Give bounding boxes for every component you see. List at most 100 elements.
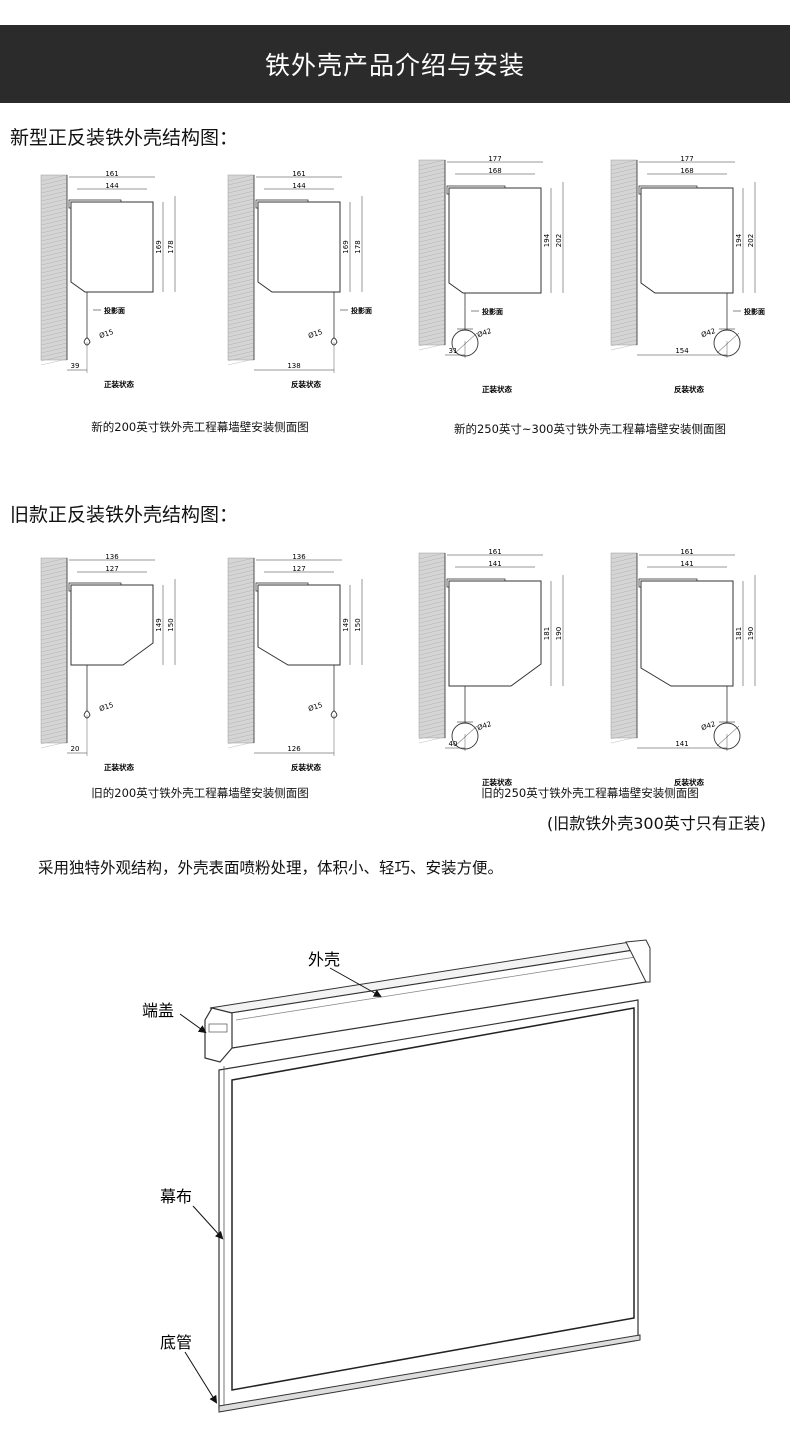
label-shell: 外壳 xyxy=(308,950,340,969)
dim-offset: 20 xyxy=(71,745,80,753)
housing xyxy=(448,580,542,687)
dim-offset: 31 xyxy=(449,347,458,355)
dim-offset: 141 xyxy=(675,740,688,748)
dim-inner-width: 127 xyxy=(292,565,305,573)
pull-ring xyxy=(83,337,91,346)
dim-height-1: 149 xyxy=(155,618,163,631)
dim-inner-width: 144 xyxy=(105,182,119,190)
end-cap-right xyxy=(625,939,651,983)
dim-inner-width: 168 xyxy=(680,167,693,175)
pull-ring xyxy=(330,710,338,719)
dim-offset: 39 xyxy=(71,362,80,370)
housing xyxy=(70,201,154,293)
dim-height-2: 178 xyxy=(354,240,362,253)
dim-diameter: Ø15 xyxy=(307,701,323,713)
dim-offset: 138 xyxy=(287,362,300,370)
dim-inner-width: 141 xyxy=(488,560,501,568)
dim-diameter: Ø15 xyxy=(98,701,114,713)
header-banner: 铁外壳产品介绍与安装 xyxy=(0,25,790,103)
label-bottom-tube: 底管 xyxy=(160,1333,192,1352)
housing xyxy=(640,580,734,687)
page-title: 铁外壳产品介绍与安装 xyxy=(264,51,525,80)
housing xyxy=(70,584,154,666)
dim-outer-width: 161 xyxy=(292,170,305,178)
dim-outer-width: 177 xyxy=(488,155,501,163)
dim-height-1: 181 xyxy=(543,627,551,640)
dim-height-2: 190 xyxy=(747,627,755,640)
projection-label: 投影面 xyxy=(351,306,372,315)
dim-diameter: Ø42 xyxy=(700,327,716,339)
dim-outer-width: 136 xyxy=(292,553,306,561)
dim-inner-width: 144 xyxy=(292,182,306,190)
dim-outer-width: 161 xyxy=(105,170,118,178)
state-label: 反装状态 xyxy=(674,384,704,394)
dim-height-1: 194 xyxy=(735,233,743,247)
dim-offset: 126 xyxy=(287,745,301,753)
dim-height-1: 181 xyxy=(735,627,743,640)
label-screen: 幕布 xyxy=(160,1187,192,1206)
caption-old200: 旧的200英寸铁外壳工程幕墙壁安装侧面图 xyxy=(91,786,309,800)
end-cap-left xyxy=(204,1007,233,1063)
dim-diameter: Ø15 xyxy=(307,328,323,340)
screen-black-border xyxy=(231,1007,635,1391)
product-description: 采用独特外观结构，外壳表面喷粉处理，体积小、轻巧、安装方便。 xyxy=(38,859,504,877)
dim-height-2: 150 xyxy=(167,618,175,631)
section-new-title: 新型正反装铁外壳结构图： xyxy=(10,127,239,149)
bottom-tube xyxy=(218,1334,641,1413)
dim-outer-width: 177 xyxy=(680,155,693,163)
projection-label: 投影面 xyxy=(104,306,125,315)
dim-diameter: Ø15 xyxy=(98,328,114,340)
dim-height-2: 150 xyxy=(354,618,362,631)
product-illustration: 外壳 端盖 幕布 底管 xyxy=(142,939,651,1413)
dim-inner-width: 127 xyxy=(105,565,118,573)
dim-offset: 40 xyxy=(449,740,458,748)
dim-height-2: 202 xyxy=(555,234,563,247)
state-label: 反装状态 xyxy=(291,762,321,772)
projection-label: 投影面 xyxy=(482,307,503,316)
state-label: 反装状态 xyxy=(291,379,321,389)
wall xyxy=(227,557,255,744)
dim-height-1: 169 xyxy=(342,240,350,253)
section-old-title: 旧款正反装铁外壳结构图： xyxy=(10,504,239,526)
dim-height-1: 169 xyxy=(155,240,163,253)
dim-inner-width: 168 xyxy=(488,167,501,175)
caption-new200: 新的200英寸铁外壳工程幕墙壁安装侧面图 xyxy=(91,420,309,434)
projection-label: 投影面 xyxy=(744,307,765,316)
dim-diameter: Ø42 xyxy=(476,720,492,732)
pull-ring xyxy=(330,337,338,346)
old-300-note: (旧款铁外壳300英寸只有正装) xyxy=(546,814,766,833)
housing xyxy=(640,187,734,294)
dim-diameter: Ø42 xyxy=(700,720,716,732)
state-label: 正装状态 xyxy=(104,762,134,772)
housing xyxy=(257,201,341,293)
dim-height-1: 149 xyxy=(342,618,350,631)
dim-height-1: 194 xyxy=(543,233,551,247)
label-end-cap: 端盖 xyxy=(142,1001,174,1020)
housing xyxy=(257,584,341,666)
state-label: 反装状态 xyxy=(674,777,704,787)
dim-outer-width: 136 xyxy=(105,553,119,561)
dim-height-2: 178 xyxy=(167,240,175,253)
caption-old250: 旧的250英寸铁外壳工程幕墙壁安装侧面图 xyxy=(481,786,699,800)
dim-offset: 154 xyxy=(675,347,689,355)
state-label: 正装状态 xyxy=(104,379,134,389)
caption-new250: 新的250英寸~300英寸铁外壳工程幕墙壁安装侧面图 xyxy=(453,422,727,436)
pull-ring xyxy=(83,710,91,719)
state-label: 正装状态 xyxy=(482,777,512,787)
dim-diameter: Ø42 xyxy=(476,327,492,339)
dim-height-2: 190 xyxy=(555,627,563,640)
dim-outer-width: 161 xyxy=(488,548,501,556)
state-label: 正装状态 xyxy=(482,384,512,394)
dim-inner-width: 141 xyxy=(680,560,693,568)
dim-outer-width: 161 xyxy=(680,548,693,556)
housing xyxy=(448,187,542,294)
dim-height-2: 202 xyxy=(747,234,755,247)
